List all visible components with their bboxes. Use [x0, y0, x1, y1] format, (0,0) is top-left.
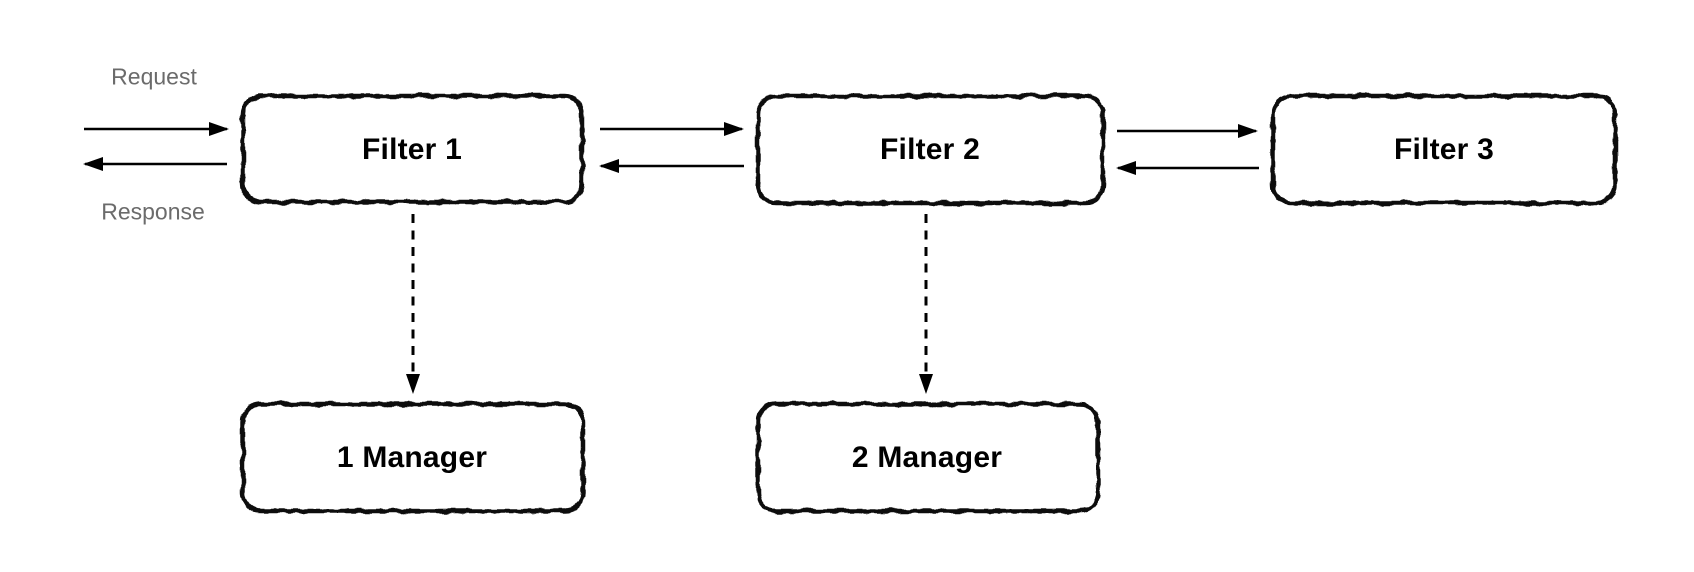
filter1-label: Filter 1: [362, 133, 462, 166]
manager1-box: [240, 401, 586, 514]
response-label: Response: [101, 198, 205, 225]
filter1-box: [240, 93, 585, 205]
manager2-box: [755, 401, 1101, 514]
request-label: Request: [111, 63, 197, 90]
filter3-box: [1270, 93, 1618, 206]
manager2-label: 2 Manager: [851, 441, 1003, 474]
manager1-label: 1 Manager: [336, 441, 488, 474]
filter2-box: [755, 93, 1106, 206]
filter2-label: Filter 2: [880, 133, 980, 166]
filter3-label: Filter 3: [1394, 133, 1494, 166]
